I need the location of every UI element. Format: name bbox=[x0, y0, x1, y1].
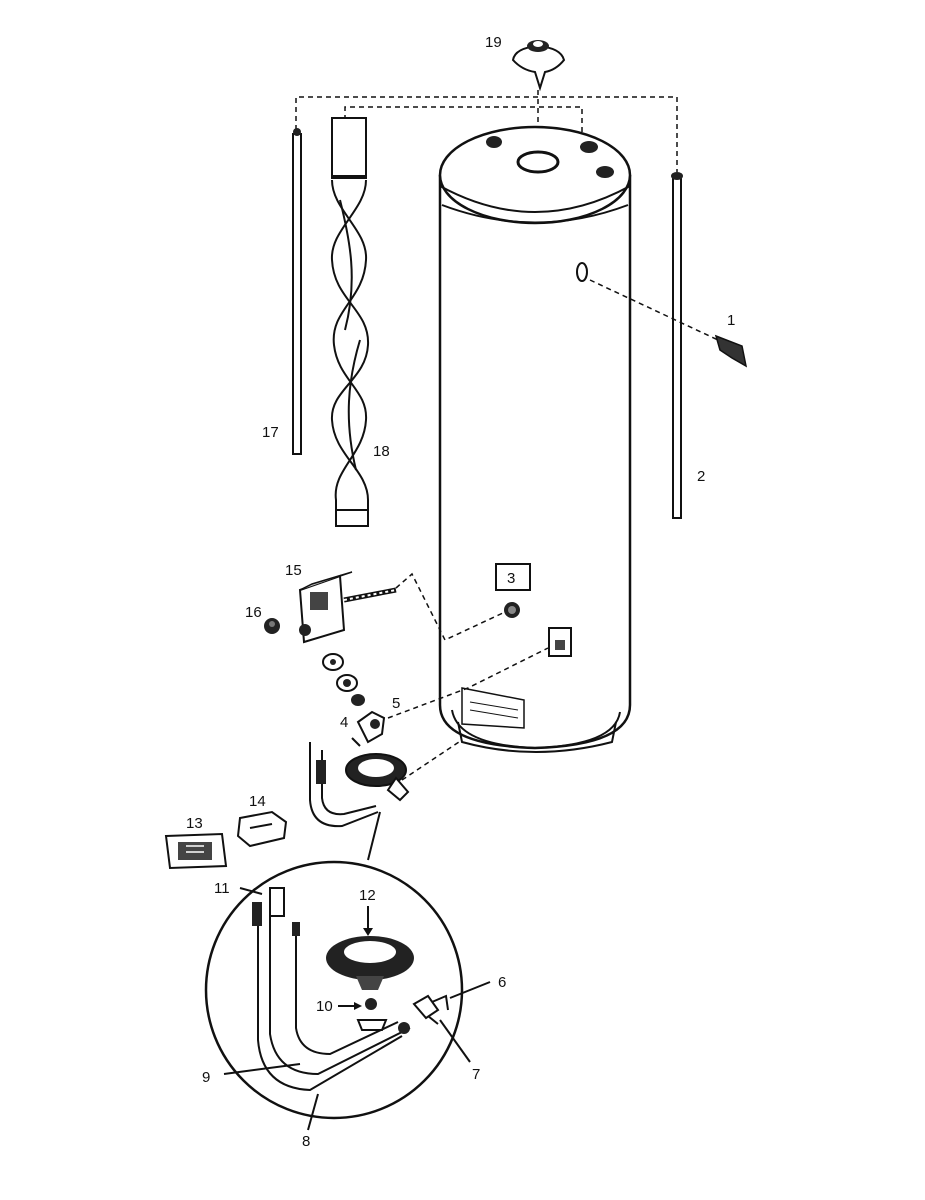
drain-valve-part-1 bbox=[589, 279, 748, 368]
fittings-stack bbox=[322, 653, 365, 706]
callout-18: 18 bbox=[373, 443, 390, 460]
flue-cap-part-19 bbox=[511, 40, 566, 92]
callout-labels: 1 2 3 4 5 6 7 8 9 10 11 12 13 14 15 16 1… bbox=[186, 34, 735, 1150]
callout-7: 7 bbox=[472, 1066, 480, 1083]
flue-baffle-part-18 bbox=[330, 117, 370, 527]
knob-part-16 bbox=[264, 618, 280, 634]
callout-16: 16 bbox=[245, 604, 262, 621]
bracket-part-14 bbox=[236, 810, 288, 848]
callout-1: 1 bbox=[727, 312, 735, 329]
callout-8: 8 bbox=[302, 1133, 310, 1150]
callout-9: 9 bbox=[202, 1069, 210, 1086]
callout-3: 3 bbox=[507, 570, 515, 587]
callout-11: 11 bbox=[214, 880, 230, 897]
callout-4: 4 bbox=[340, 714, 348, 731]
callout-2: 2 bbox=[697, 468, 705, 485]
callout-13: 13 bbox=[186, 815, 203, 832]
gas-control-part-15 bbox=[298, 571, 506, 644]
label-part-3 bbox=[495, 563, 531, 591]
water-heater-tank bbox=[438, 125, 632, 753]
callout-12: 12 bbox=[359, 887, 376, 904]
callout-15: 15 bbox=[285, 562, 302, 579]
callout-19: 19 bbox=[485, 34, 502, 51]
callout-10: 10 bbox=[316, 998, 333, 1015]
leader-lines bbox=[223, 887, 491, 1131]
burner-assembly bbox=[309, 739, 463, 828]
anode-rod-part-17 bbox=[292, 128, 302, 455]
callout-6: 6 bbox=[498, 974, 506, 991]
dip-tube-part-2 bbox=[671, 172, 683, 519]
callout-14: 14 bbox=[249, 793, 266, 810]
burner-detail-circle bbox=[204, 811, 464, 1120]
callout-5: 5 bbox=[392, 695, 400, 712]
pilot-fitting-part-4-5 bbox=[351, 647, 549, 747]
callout-17: 17 bbox=[262, 424, 279, 441]
door-part-13 bbox=[164, 832, 228, 870]
